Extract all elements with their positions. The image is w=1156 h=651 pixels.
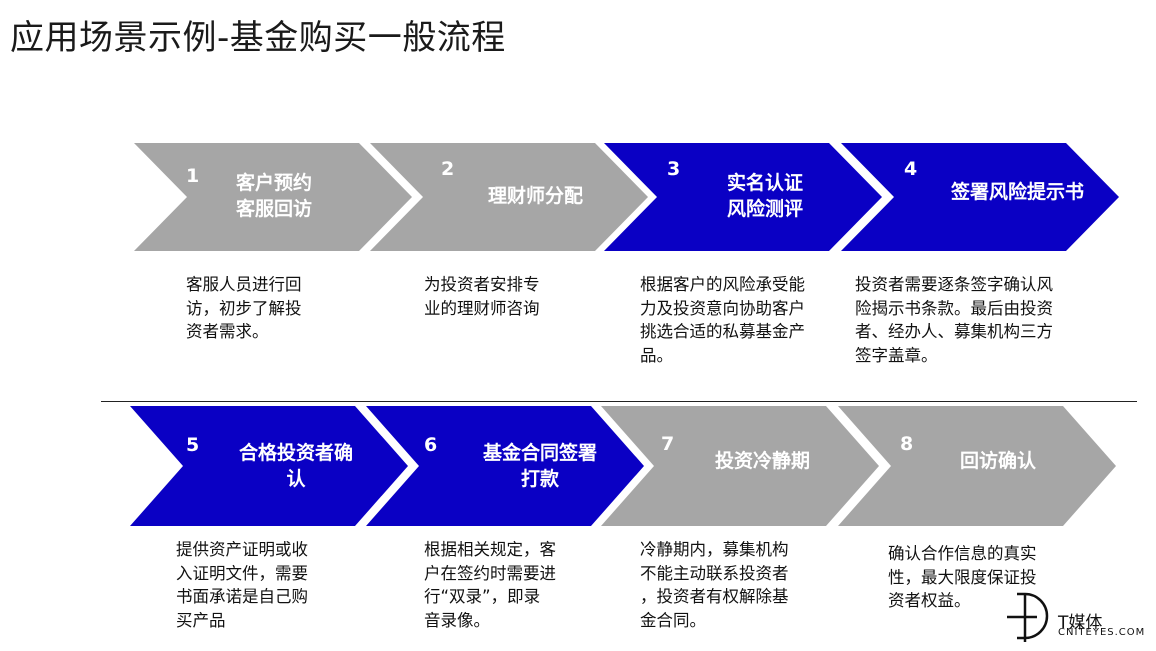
- stage-3: 3 实名认证 风险测评: [604, 143, 882, 251]
- chevron-polygon: [366, 406, 644, 526]
- stage-4-description: 投资者需要逐条签字确认风 险揭示书条款。最后由投资 者、经办人、募集机构三方 签…: [855, 275, 1053, 365]
- stage-number: 1: [186, 165, 200, 187]
- stage-number: 7: [661, 433, 675, 455]
- chevron-shape: [370, 143, 648, 251]
- chevron-shape: [841, 143, 1119, 251]
- chevron-polygon: [604, 143, 882, 251]
- stage-label: 客户预约 客服回访: [235, 172, 312, 220]
- stage-label: 签署风险提示书: [951, 181, 1085, 203]
- chevron-polygon: [838, 406, 1116, 526]
- stage-4: 4 签署风险提示书: [841, 143, 1119, 251]
- t-media-logo: T媒体 CNITEYES.COM: [1003, 590, 1153, 642]
- chevron-polygon: [134, 143, 412, 251]
- stage-2-description: 为投资者安排专 业的理财师咨询: [424, 275, 540, 318]
- stage-number: 2: [441, 158, 455, 180]
- chevron-polygon: [601, 406, 879, 526]
- stage-1: 1 客户预约 客服回访: [134, 143, 412, 251]
- row-divider: [101, 401, 1137, 402]
- stage-number: 4: [904, 158, 918, 180]
- chevron-shape: [604, 143, 882, 251]
- chevron-polygon: [841, 143, 1119, 251]
- chevron-shape: [366, 406, 644, 526]
- stage-number: 5: [186, 434, 200, 456]
- stage-2: 2 理财师分配: [370, 143, 648, 251]
- stage-7: 7 投资冷静期: [601, 406, 879, 526]
- chevron-shape: [134, 143, 412, 251]
- stage-5-description: 提供资产证明或收 入证明文件，需要 书面承诺是自己购 买产品: [176, 540, 308, 630]
- stage-number: 8: [900, 433, 914, 455]
- chevron-shape: [838, 406, 1116, 526]
- t-media-logo-icon: [1007, 592, 1049, 642]
- stage-5: 5 合格投资者确 认: [130, 406, 408, 526]
- stage-number: 3: [667, 158, 681, 180]
- stage-label: 合格投资者确 认: [238, 442, 353, 490]
- stage-3-description: 根据客户的风险承受能 力及投资意向协助客户 挑选合适的私募基金产 品。: [640, 275, 805, 365]
- stage-label: 理财师分配: [488, 185, 584, 207]
- stage-1-description: 客服人员进行回 访，初步了解投 资者需求。: [186, 275, 302, 341]
- stage-8-description: 确认合作信息的真实 性，最大限度保证投 资者权益。: [888, 544, 1037, 610]
- stage-7-description: 冷静期内，募集机构 不能主动联系投资者 ，投资者有权解除基 金合同。: [640, 540, 789, 630]
- stage-6: 6 基金合同签署 打款: [366, 406, 644, 526]
- chevron-shape: [601, 406, 879, 526]
- stage-number: 6: [424, 434, 438, 456]
- logo-site-text: CNITEYES.COM: [1058, 627, 1146, 638]
- stage-label: 回访确认: [960, 450, 1037, 472]
- chevron-polygon: [370, 143, 648, 251]
- chevron-polygon: [130, 406, 408, 526]
- logo-brand-text: T媒体: [1058, 613, 1103, 633]
- stage-label: 投资冷静期: [715, 450, 811, 472]
- stage-label: 基金合同签署 打款: [482, 442, 597, 490]
- stage-6-description: 根据相关规定，客 户在签约时需要进 行“双录”，即录 音录像。: [424, 540, 556, 630]
- chevron-shape: [130, 406, 408, 526]
- stage-8: 8 回访确认: [838, 406, 1116, 526]
- stage-label: 实名认证 风险测评: [726, 172, 803, 220]
- page-title: 应用场景示例-基金购买一般流程: [10, 18, 506, 58]
